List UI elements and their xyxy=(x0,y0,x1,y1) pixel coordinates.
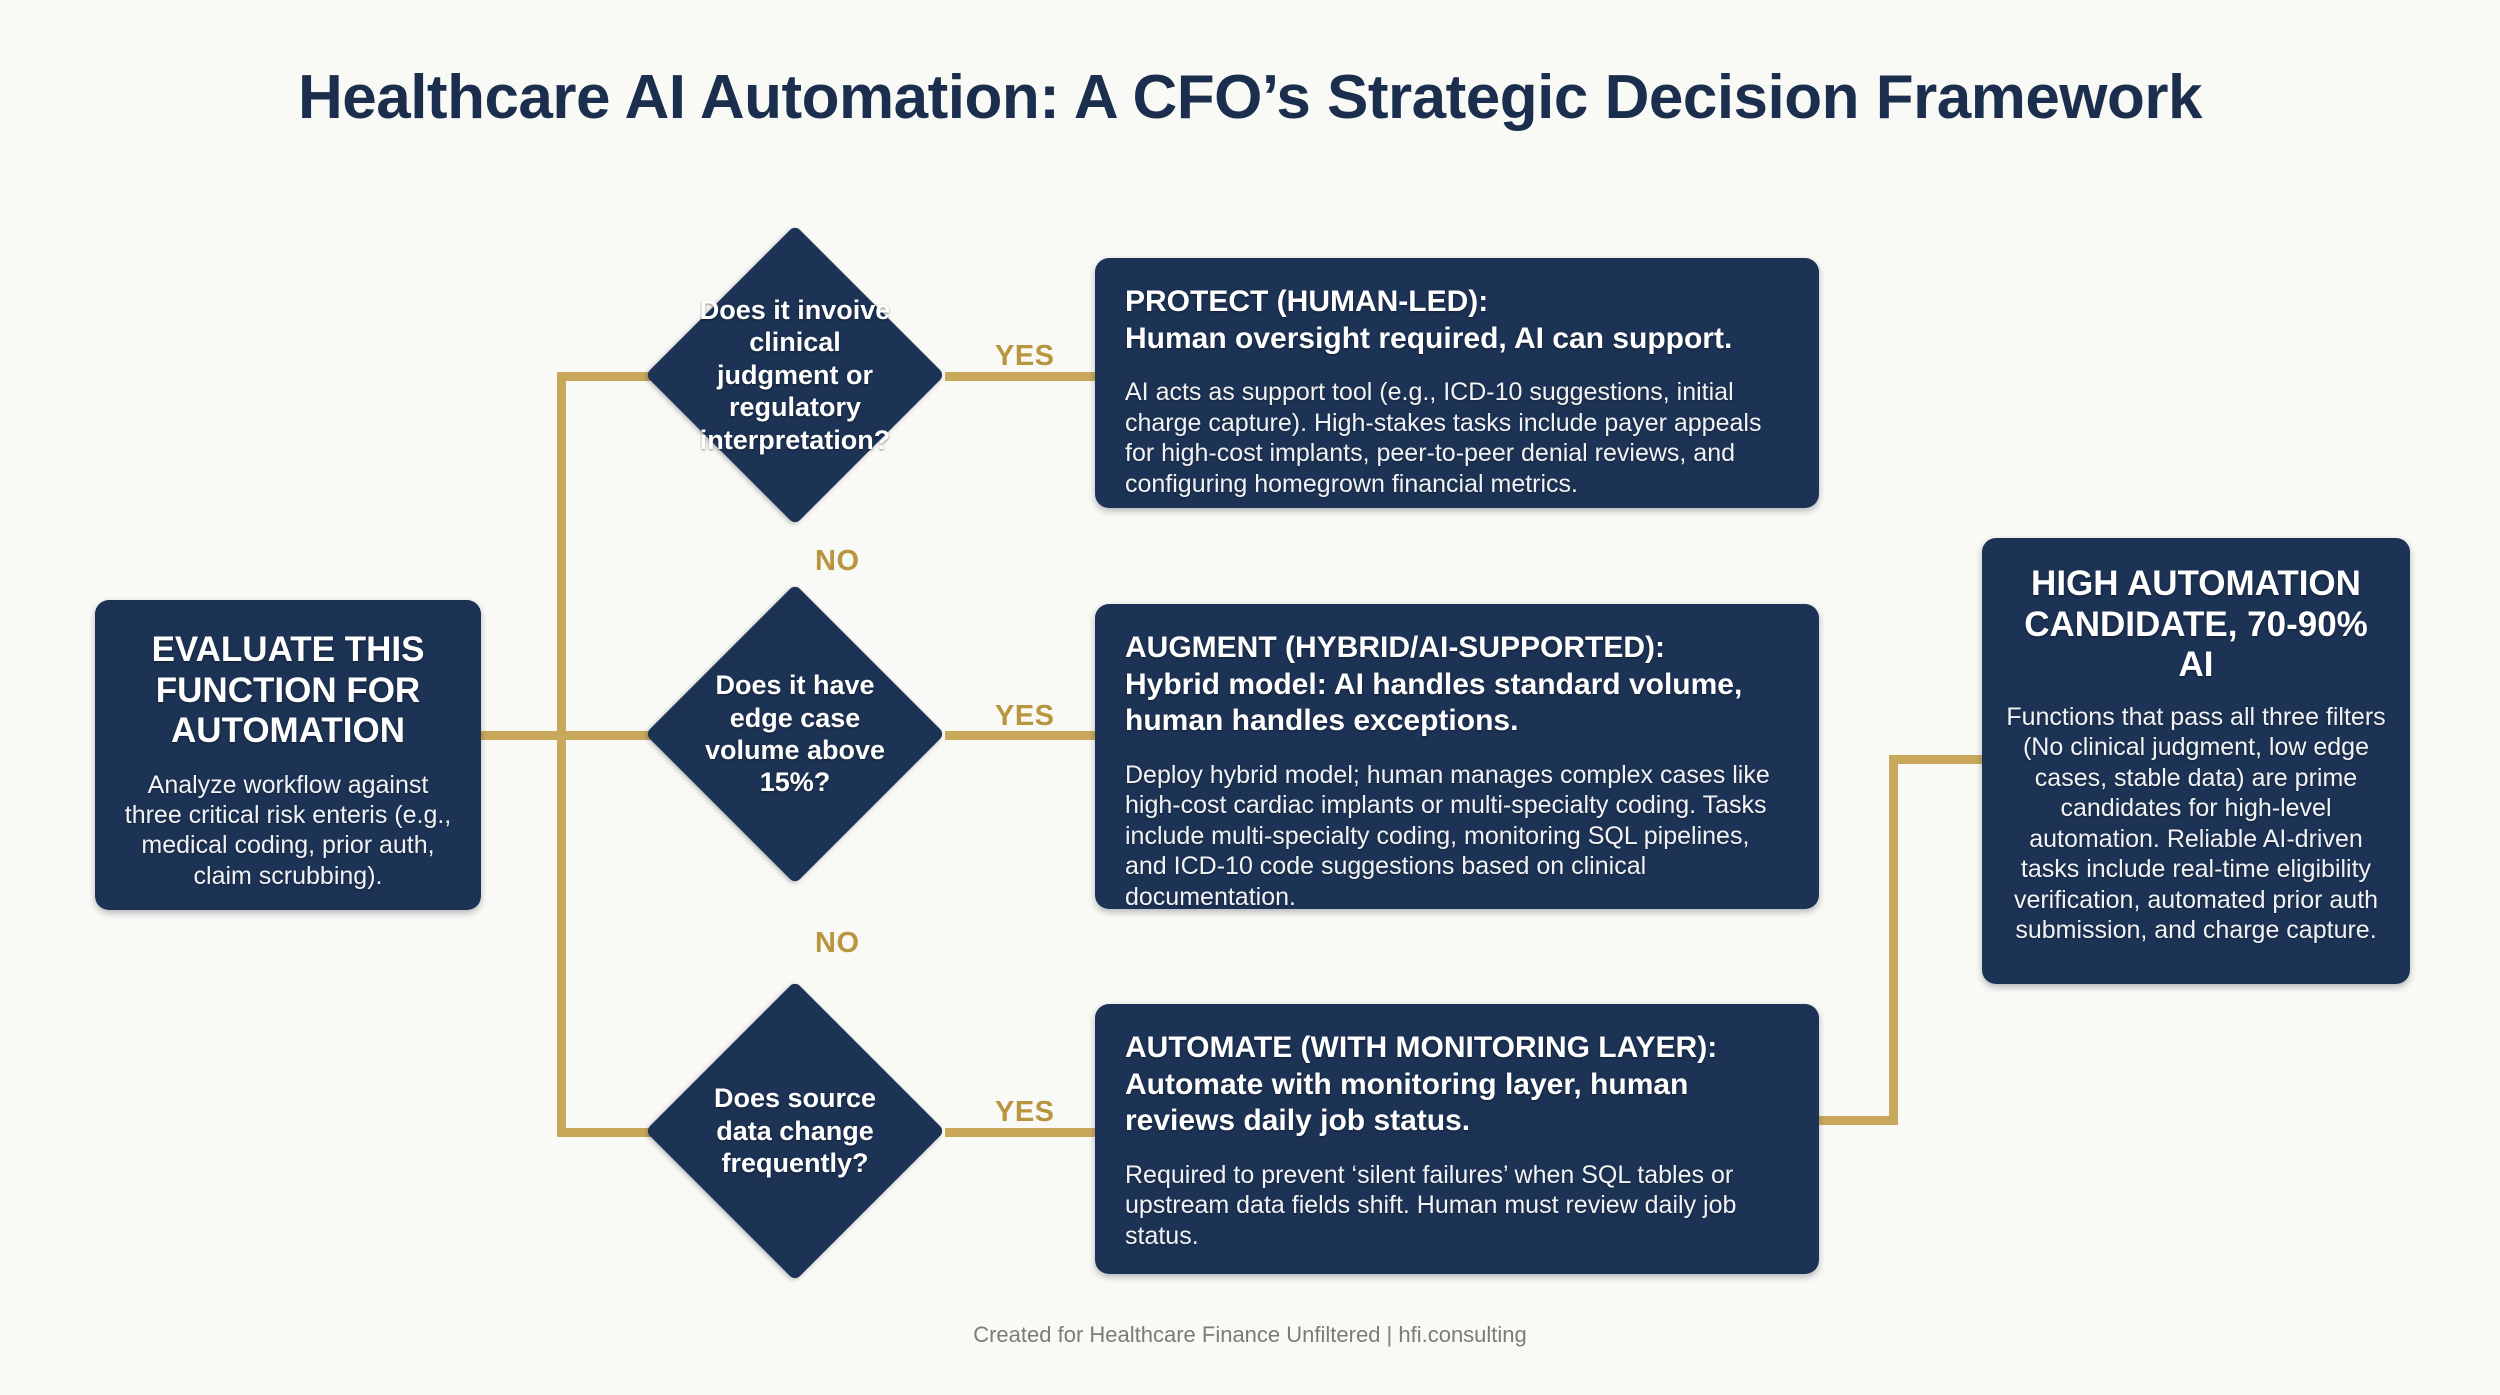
final-node-content: HIGH AUTOMATION CANDIDATE, 70-90% AI Fun… xyxy=(1982,538,2410,972)
outcome-node-automate[interactable]: AUTOMATE (WITH MONITORING LAYER): Automa… xyxy=(1095,1004,1819,1274)
outcome-automate-title: AUTOMATE (WITH MONITORING LAYER): xyxy=(1125,1031,1718,1064)
outcome-node-augment[interactable]: AUGMENT (HYBRID/AI-SUPPORTED): Hybrid mo… xyxy=(1095,604,1819,911)
node-evaluate-this-function[interactable]: EVALUATE THIS FUNCTION FOR AUTOMATION An… xyxy=(95,600,481,910)
decision-node-source-data-change[interactable]: Does source data change frequently? xyxy=(645,981,945,1281)
node-evaluate-content: EVALUATE THIS FUNCTION FOR AUTOMATION An… xyxy=(95,600,481,921)
edge-label-yes-2: YES xyxy=(995,700,1055,732)
connector-automate-to-riser xyxy=(1819,1116,1898,1125)
outcome-node-high-automation-candidate[interactable]: HIGH AUTOMATION CANDIDATE, 70-90% AI Fun… xyxy=(1982,538,2410,984)
connector-decision-2-yes xyxy=(945,731,1095,740)
edge-label-no-1: NO xyxy=(815,545,860,577)
connector-trunk-to-decision-2 xyxy=(557,731,653,740)
connector-trunk-vertical xyxy=(557,372,566,1137)
node-evaluate-body: Analyze workflow against three critical … xyxy=(124,770,452,890)
diamond-shape xyxy=(645,584,945,884)
outcome-automate-body: Required to prevent ‘silent failures’ wh… xyxy=(1125,1160,1737,1250)
decision-node-clinical-judgment[interactable]: Does it invoive clinical judgment or reg… xyxy=(645,225,945,525)
outcome-augment-body: Deploy hybrid model; human manages compl… xyxy=(1125,760,1770,911)
outcome-protect-title: PROTECT (HUMAN-LED): xyxy=(1125,285,1489,318)
connector-riser-to-final xyxy=(1889,755,1982,764)
decision-node-edge-case-volume[interactable]: Does it have edge case volume above 15%? xyxy=(645,584,945,884)
connector-decision-1-yes xyxy=(945,372,1095,381)
outcome-protect-content: PROTECT (HUMAN-LED): Human oversight req… xyxy=(1095,258,1819,525)
final-node-body: Functions that pass all three filters (N… xyxy=(2006,702,2386,945)
outcome-automate-subtitle: Automate with monitoring layer, human re… xyxy=(1125,1067,1689,1138)
outcome-node-protect[interactable]: PROTECT (HUMAN-LED): Human oversight req… xyxy=(1095,258,1819,508)
footer-credit: Created for Healthcare Finance Unfiltere… xyxy=(973,1322,1527,1347)
edge-label-yes-3: YES xyxy=(995,1096,1055,1128)
connector-decision-3-yes xyxy=(945,1128,1095,1137)
page-title: Healthcare AI Automation: A CFO’s Strate… xyxy=(297,63,2203,132)
connector-right-riser xyxy=(1889,755,1898,1125)
outcome-augment-title: AUGMENT (HYBRID/AI-SUPPORTED): xyxy=(1125,631,1665,664)
outcome-protect-body: AI acts as support tool (e.g., ICD-10 su… xyxy=(1125,378,1762,498)
connector-trunk-to-decision-1 xyxy=(557,372,653,381)
outcome-augment-content: AUGMENT (HYBRID/AI-SUPPORTED): Hybrid mo… xyxy=(1095,604,1819,938)
outcome-protect-subtitle: Human oversight required, AI can support… xyxy=(1125,321,1733,355)
outcome-automate-content: AUTOMATE (WITH MONITORING LAYER): Automa… xyxy=(1095,1004,1819,1277)
edge-label-no-2: NO xyxy=(815,927,860,959)
final-node-title: HIGH AUTOMATION CANDIDATE, 70-90% AI xyxy=(2024,564,2368,685)
outcome-augment-subtitle: Hybrid model: AI handles standard volume… xyxy=(1125,667,1743,738)
node-evaluate-title: EVALUATE THIS FUNCTION FOR AUTOMATION xyxy=(151,630,425,751)
edge-label-yes-1: YES xyxy=(995,340,1055,372)
diamond-shape xyxy=(645,981,945,1281)
connector-start-to-trunk xyxy=(481,731,566,740)
diamond-shape xyxy=(645,225,945,525)
connector-trunk-to-decision-3 xyxy=(557,1128,653,1137)
